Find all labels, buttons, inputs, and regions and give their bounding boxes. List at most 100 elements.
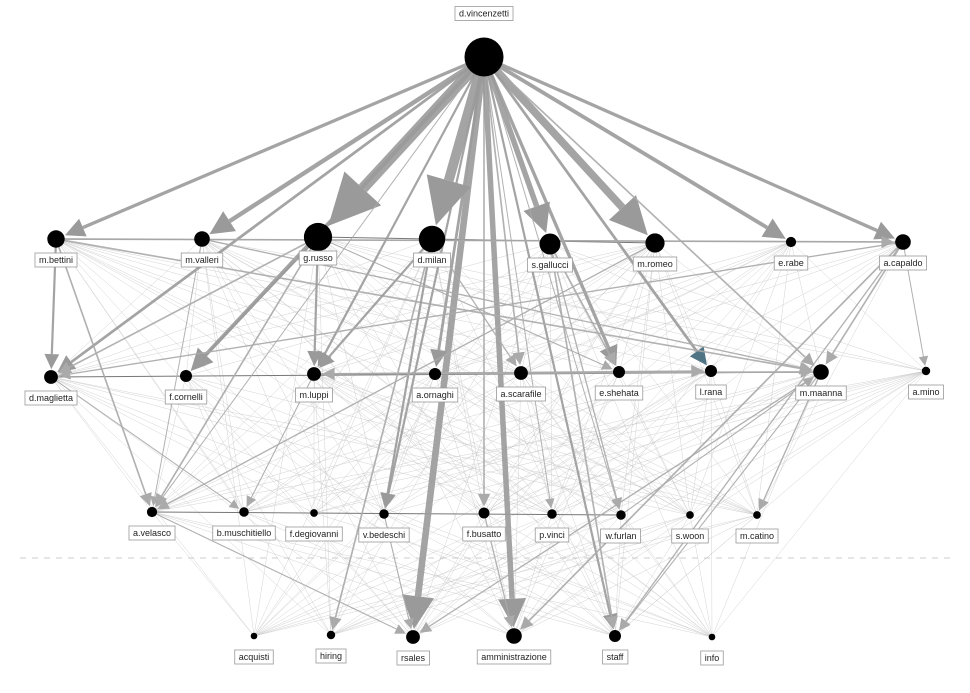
background-edge [520,241,792,374]
background-edge [313,371,822,514]
edge-arrowhead [307,350,323,367]
node-hiring [326,630,336,640]
background-edge [55,238,758,516]
background-edge [654,242,822,373]
node-label-box [298,250,338,266]
background-edge [243,373,436,513]
background-edge [654,242,758,516]
edge-arrowhead [608,195,648,236]
node-capaldo [895,234,911,250]
edge-vincenzetti-maanna [483,56,806,358]
edge-arrowhead [228,499,240,509]
node-label-text: info [705,653,720,663]
node-catino [753,511,761,519]
background-edge [434,373,758,516]
background-edge [55,238,712,372]
node-label-text: m.valleri [185,255,219,265]
background-edge [50,243,551,378]
edge-arrowhead [155,492,168,507]
node-label-box [735,528,779,544]
node-vinci [547,509,557,519]
edge-arrowhead [209,211,236,235]
edge-arrowhead [600,360,613,370]
node-info [708,633,716,641]
edge-capaldo-maglietta [69,241,904,375]
node-label-box [164,389,208,405]
node-woon [686,511,694,519]
background-edge [551,370,712,515]
background-edge [201,238,385,515]
node-label-acquisti: acquisti [234,649,274,665]
node-label-amministrazione: amministrazione [476,649,552,665]
background-edge [201,238,255,637]
edge-arrowhead [505,353,517,367]
edge-maanna-catino [763,371,822,501]
node-acquisti [250,632,258,640]
node-degiovanni [310,509,318,517]
background-edge [185,375,758,516]
background-edge [483,371,822,514]
edge-vincenzetti-romeo [481,54,626,211]
edge-arrowhead [503,615,515,628]
node-label-box [462,526,506,542]
node-label-box [358,527,410,543]
node-label-milan: d.milan [413,252,451,268]
edge-arrowhead [604,351,616,366]
node-label-staff: staff [602,649,629,665]
background-edge [185,375,332,636]
node-label-text: e.shehata [599,388,639,398]
background-edge [253,371,822,637]
edge-vincenzetti-bettini [82,55,485,230]
node-ornaghi [429,368,441,380]
node-rana [705,365,717,377]
node-label-text: s.woon [676,531,705,541]
background-edge [756,241,904,516]
node-label-text: e.rabe [778,258,804,268]
background-edge [313,373,616,637]
node-label-box [128,525,176,541]
background-edge [253,236,319,637]
edge-vincenzetti-rsales [414,56,488,597]
node-label-text: m.bettini [39,255,73,265]
background-edge [513,514,758,637]
edge-arrowhead [761,218,786,239]
edge-arrowhead [401,594,435,630]
node-label-box [534,527,570,543]
edge-arrowhead [419,621,433,633]
node-label-box [908,384,944,400]
edge-scarafile-rana [520,370,693,374]
node-label-luppi: m.luppi [295,387,333,403]
node-amministrazione [506,628,522,644]
background-edge [50,376,616,637]
node-romeo [645,233,665,253]
node-label-box [34,252,78,268]
edge-milan-hiring [334,238,433,618]
node-label-vincenzetti: d.vincenzetti [454,6,514,21]
edge-vincenzetti-furlan [483,56,618,501]
edge-arrowhead [873,221,895,240]
edge-vincenzetti-capaldo [483,55,878,233]
node-label-text: v.bedeschi [363,530,405,540]
node-shehata [613,366,625,378]
node-label-rana: l.rana [695,384,727,400]
node-label-box [295,387,333,403]
background-edge [185,375,414,638]
nodes [44,37,931,644]
edge-arrowhead [825,350,838,365]
node-label-russo: g.russo [298,250,338,266]
node-label-text: hiring [320,651,342,661]
node-label-text: staff [607,652,624,662]
node-label-text: w.furlan [604,531,636,541]
node-label-scarafile: a.scarafile [496,386,546,402]
node-label-box [396,650,430,666]
edge-arrowhead [380,492,395,509]
background-edge [253,238,433,637]
background-edge [151,511,515,637]
edge-arrowhead [394,624,406,634]
node-label-bedeschi: v.bedeschi [358,527,410,543]
background-edge [201,238,616,637]
edge-valleri-velasco [154,238,203,497]
node-label-box [285,526,343,542]
background-edge [185,375,515,637]
